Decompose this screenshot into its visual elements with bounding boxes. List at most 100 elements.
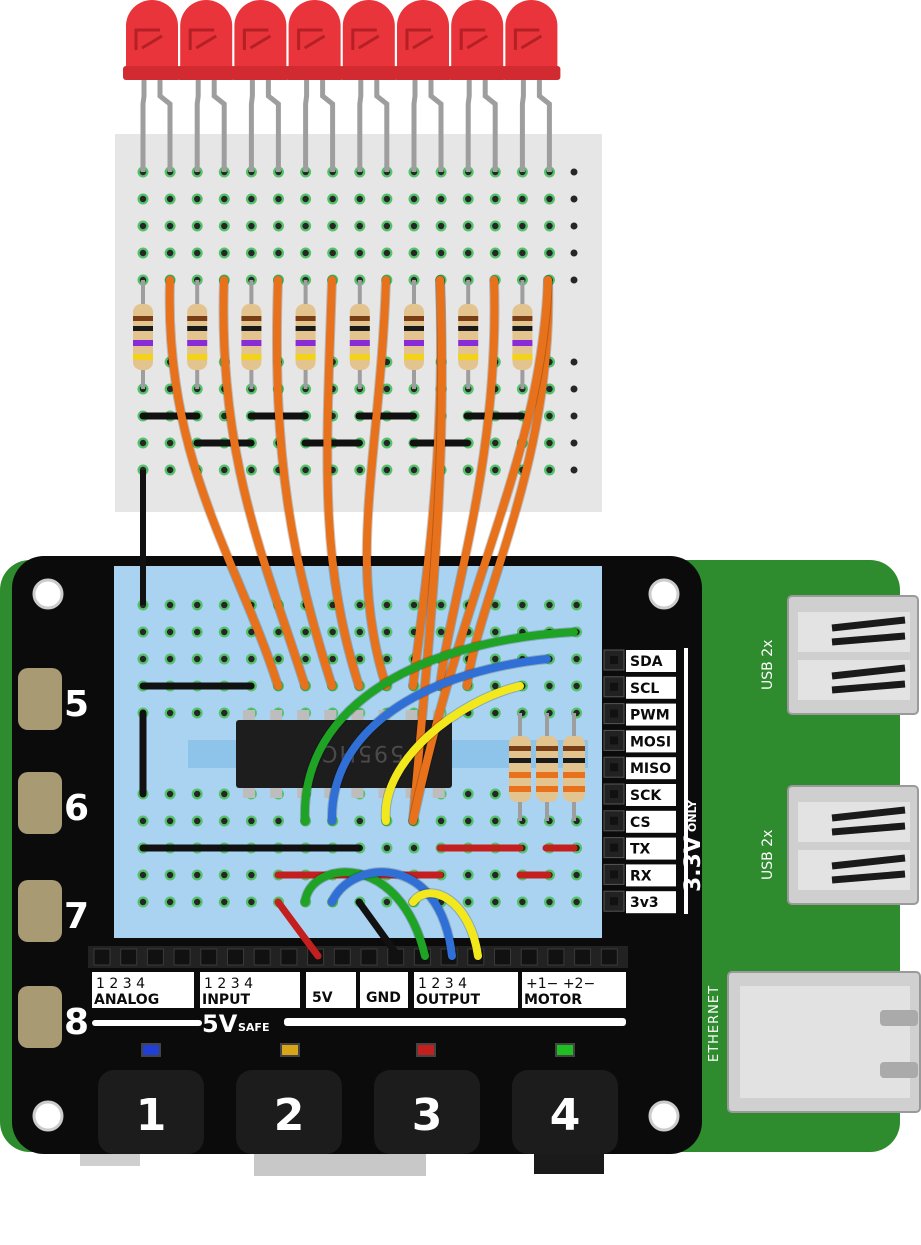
wire-blue-latch <box>327 655 551 825</box>
chip-pin <box>324 710 337 720</box>
proto-hole-center <box>573 898 580 906</box>
header-pin <box>173 948 191 966</box>
pin-label-cs: CS <box>630 815 651 831</box>
pin-label-box-rx <box>626 864 676 887</box>
status-led-green <box>555 1043 575 1057</box>
pin-cs <box>610 816 618 825</box>
proto-hole-center <box>166 709 174 717</box>
proto-hole-center <box>465 817 472 825</box>
wire-orange-5 <box>362 276 390 690</box>
breadboard-hole-center <box>410 195 418 203</box>
proto-hole-center <box>465 871 472 879</box>
header-pin <box>360 948 378 966</box>
usb-port-top <box>787 595 919 715</box>
proto-hole-center <box>492 682 499 690</box>
breadboard-hole-center <box>329 222 336 230</box>
resistor-band-violet <box>404 340 424 346</box>
side-number-7: 7 <box>64 896 89 937</box>
led-base <box>231 66 290 80</box>
led-base <box>177 66 236 80</box>
resistor-5 <box>349 304 370 370</box>
chip-pin <box>270 710 283 720</box>
led-leg-anode <box>428 80 444 172</box>
proto-hole-center <box>492 871 499 879</box>
safe-bar-left <box>92 1020 202 1026</box>
proto-hole-center <box>166 898 174 906</box>
breadboard-hole-center <box>166 195 174 203</box>
led-leg-cathode <box>411 80 418 172</box>
breadboard-hole-center <box>519 249 526 257</box>
status-led-red <box>416 1043 436 1057</box>
proto-hole-center <box>166 628 174 636</box>
led-base <box>502 66 561 80</box>
proto-hole-center <box>139 628 147 636</box>
proto-hole-center <box>383 844 391 852</box>
led-red-1 <box>126 0 178 70</box>
side-tab-6 <box>18 772 62 834</box>
resistor-band-brown <box>349 316 370 321</box>
status-led-blue <box>141 1043 161 1057</box>
proto-hole-center <box>248 898 255 906</box>
breadboard-hole-center <box>519 222 526 230</box>
button-3 <box>374 1070 480 1154</box>
ethernet-label: ETHERNET <box>707 985 722 1062</box>
led-reflection <box>242 28 272 50</box>
resistor-band-black <box>458 326 479 331</box>
resistor-band-orange <box>536 772 558 778</box>
proto-hole-center <box>139 898 147 906</box>
breadboard-hole-center <box>302 222 309 230</box>
breadboard-rail-hole <box>570 249 578 257</box>
resistor-band-gold <box>349 354 370 360</box>
wire-orange-1 <box>165 276 282 690</box>
resistor-band-orange <box>536 786 558 792</box>
pin-pwm <box>610 709 618 718</box>
breadboard-hole-center <box>302 195 309 203</box>
safe-label-small: SAFE <box>238 1021 269 1034</box>
proto-hole-center <box>437 601 445 609</box>
proto-hole-center <box>139 655 147 663</box>
proto-hole-center <box>437 628 445 636</box>
resistor-7 <box>458 304 479 370</box>
led-leg-cathode <box>303 80 310 172</box>
resistor-band-brown <box>404 316 424 321</box>
breadboard-hole-center <box>221 195 228 203</box>
usb-port-bottom <box>787 785 919 905</box>
breadboard-rail-hole <box>570 439 578 447</box>
resistor-band-violet <box>187 340 208 346</box>
mount-hole-tr <box>648 578 680 610</box>
usb-label-bottom: USB 2x <box>760 830 776 880</box>
header-pin <box>253 948 271 966</box>
resistor-band-gold <box>133 354 153 360</box>
led-leg-anode <box>320 80 336 172</box>
proto-hole-center <box>329 655 336 663</box>
led-leg-anode <box>211 80 227 172</box>
breadboard-hole-center <box>221 222 228 230</box>
side-tab-8 <box>18 986 62 1048</box>
breadboard-rail-hole <box>570 385 578 393</box>
led-reflection <box>405 28 434 50</box>
pin-label-box-pwm <box>626 703 676 726</box>
pin-label-tx: TX <box>630 842 651 858</box>
proto-hole-center <box>410 844 418 852</box>
proto-hole-center <box>221 601 228 609</box>
resistor-band-violet <box>241 340 262 346</box>
pin-label-rx: RX <box>630 868 652 884</box>
side-number-5: 5 <box>64 684 89 725</box>
led-leg-cathode <box>248 80 255 172</box>
header-group-numbers-analog: 1 2 3 4 <box>96 976 145 992</box>
resistor-band-brown <box>133 316 153 321</box>
proto-hole-center <box>329 601 336 609</box>
header-group-title-input: INPUT <box>202 992 251 1008</box>
proto-hole-center <box>248 871 255 879</box>
wire-orange-2 <box>219 276 309 690</box>
led-base <box>394 66 452 80</box>
breadboard-hole-center <box>166 249 174 257</box>
proto-hole-center <box>194 655 201 663</box>
proto-hole-center <box>221 709 228 717</box>
button-label-2: 2 <box>274 1090 305 1141</box>
breadboard-rail-hole <box>570 195 578 203</box>
breadboard-rail-hole <box>570 358 578 366</box>
status-led-yellow <box>280 1043 300 1057</box>
header-group-title-analog: ANALOG <box>94 992 159 1008</box>
led-leg-anode <box>265 80 281 172</box>
